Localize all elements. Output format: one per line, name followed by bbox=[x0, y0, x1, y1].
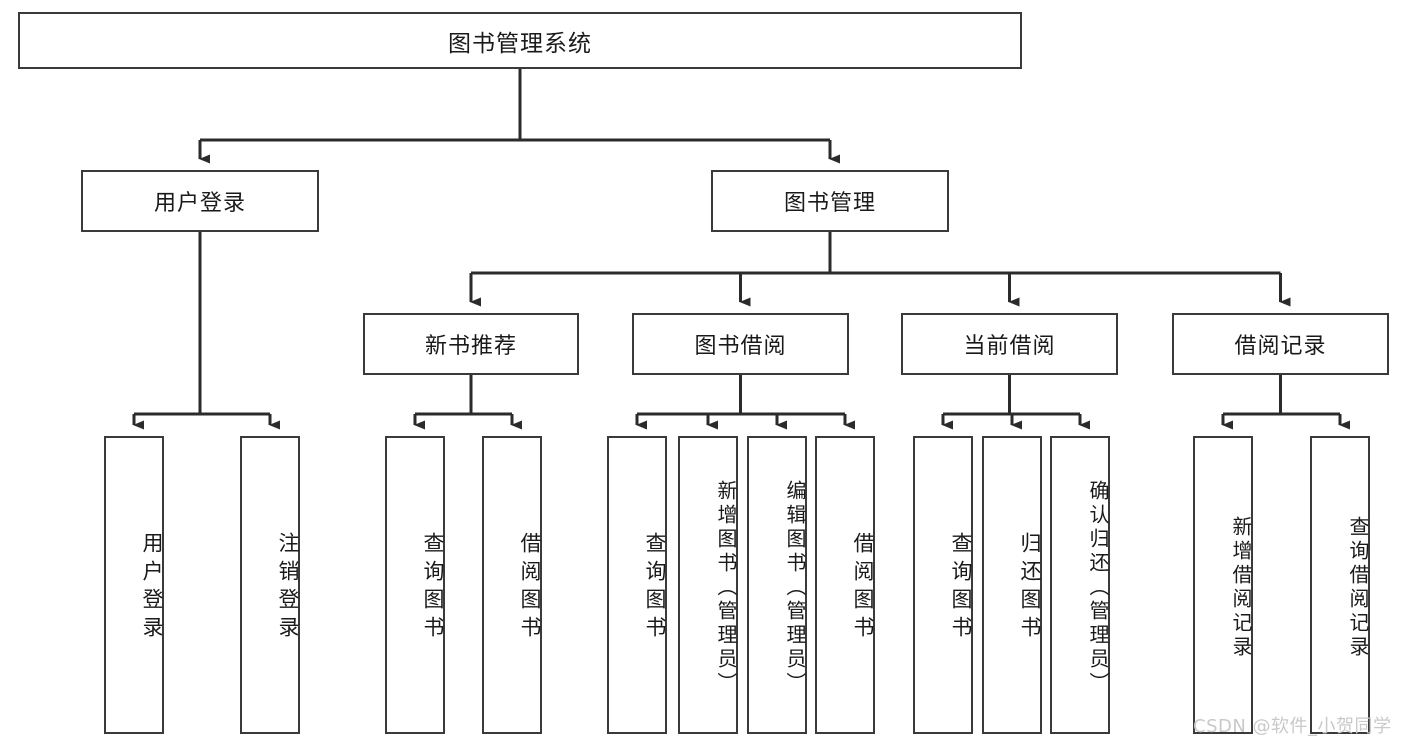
node-leaf-2[interactable]: 查询图书 bbox=[385, 436, 445, 734]
node-level3-3[interactable]: 借阅记录 bbox=[1172, 313, 1389, 375]
node-level2-1[interactable]: 图书管理 bbox=[711, 170, 949, 232]
node-leaf-4[interactable]: 查询图书 bbox=[607, 436, 667, 734]
node-level3-0-label: 新书推荐 bbox=[424, 334, 517, 359]
node-leaf-8-label: 查询图书 bbox=[949, 532, 973, 644]
node-leaf-6-label: 编辑图书（管理员） bbox=[783, 480, 807, 696]
node-level3-1-label: 图书借阅 bbox=[694, 334, 787, 359]
node-leaf-2-label: 查询图书 bbox=[421, 532, 445, 644]
node-leaf-5[interactable]: 新增图书（管理员） bbox=[678, 436, 738, 734]
csdn-watermark: CSDN @软件_小贺同学 bbox=[1193, 716, 1392, 737]
node-level3-2-label: 当前借阅 bbox=[963, 334, 1056, 359]
node-leaf-6[interactable]: 编辑图书（管理员） bbox=[747, 436, 807, 734]
node-leaf-3-label: 借阅图书 bbox=[518, 532, 542, 644]
node-leaf-7[interactable]: 借阅图书 bbox=[815, 436, 875, 734]
node-leaf-12[interactable]: 查询借阅记录 bbox=[1310, 436, 1370, 734]
node-level3-3-label: 借阅记录 bbox=[1234, 334, 1327, 359]
node-leaf-11[interactable]: 新增借阅记录 bbox=[1193, 436, 1253, 734]
node-leaf-7-label: 借阅图书 bbox=[851, 532, 875, 644]
node-leaf-5-label: 新增图书（管理员） bbox=[714, 480, 738, 696]
node-leaf-10[interactable]: 确认归还（管理员） bbox=[1050, 436, 1110, 734]
node-leaf-0[interactable]: 用户登录 bbox=[104, 436, 164, 734]
node-leaf-11-label: 新增借阅记录 bbox=[1229, 516, 1253, 660]
node-level2-0-label: 用户登录 bbox=[153, 191, 246, 216]
node-leaf-9-label: 归还图书 bbox=[1018, 532, 1042, 644]
node-level2-1-label: 图书管理 bbox=[783, 191, 876, 216]
node-root-label: 图书管理系统 bbox=[448, 30, 592, 57]
node-level3-0[interactable]: 新书推荐 bbox=[363, 313, 579, 375]
node-leaf-4-label: 查询图书 bbox=[643, 532, 667, 644]
node-leaf-10-label: 确认归还（管理员） bbox=[1086, 480, 1110, 696]
node-level3-1[interactable]: 图书借阅 bbox=[632, 313, 849, 375]
node-leaf-8[interactable]: 查询图书 bbox=[913, 436, 973, 734]
node-leaf-1-label: 注销登录 bbox=[276, 532, 300, 644]
node-level2-0[interactable]: 用户登录 bbox=[81, 170, 319, 232]
node-leaf-0-label: 用户登录 bbox=[140, 532, 164, 644]
node-level3-2[interactable]: 当前借阅 bbox=[901, 313, 1118, 375]
node-leaf-3[interactable]: 借阅图书 bbox=[482, 436, 542, 734]
node-leaf-1[interactable]: 注销登录 bbox=[240, 436, 300, 734]
node-leaf-9[interactable]: 归还图书 bbox=[982, 436, 1042, 734]
node-leaf-12-label: 查询借阅记录 bbox=[1346, 516, 1370, 660]
node-root[interactable]: 图书管理系统 bbox=[18, 12, 1022, 69]
